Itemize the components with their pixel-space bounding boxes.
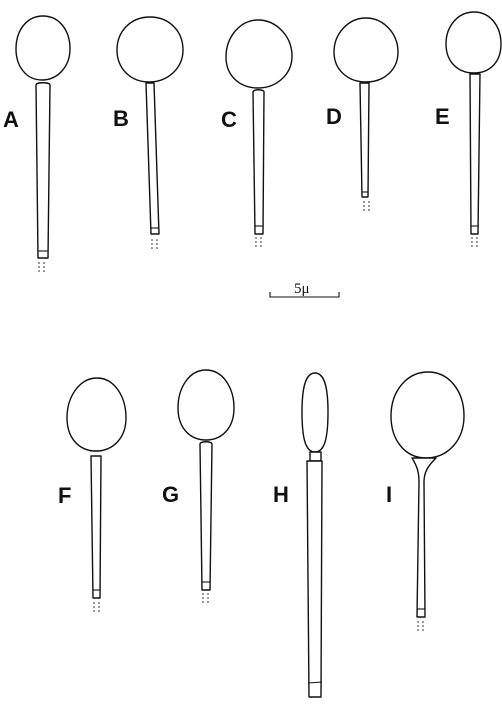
- panel-d: D: [326, 18, 398, 211]
- scale-bar-label: 5μ: [294, 281, 310, 297]
- spore-head-e: [446, 12, 501, 73]
- panel-label-a: A: [3, 107, 19, 132]
- panel-a: A: [3, 16, 70, 272]
- panel-i: I: [386, 372, 464, 631]
- stalk-e: [470, 74, 480, 234]
- stalk-f: [91, 456, 101, 598]
- panel-f: F: [58, 378, 126, 612]
- panel-label-i: I: [386, 482, 392, 507]
- stalk-break-dots-i: [417, 621, 424, 631]
- stalk-break-dots-c: [255, 237, 262, 247]
- spore-head-d: [334, 18, 398, 82]
- stalk-break-dots-d: [363, 201, 370, 211]
- stalk-collar-h: [310, 452, 321, 461]
- spore-head-b: [117, 17, 183, 82]
- stalk-break-dots-g: [202, 593, 209, 603]
- panel-g: G: [162, 370, 234, 603]
- spore-head-i: [391, 372, 464, 458]
- stalk-c: [253, 90, 264, 234]
- panel-label-c: C: [221, 107, 237, 132]
- stalk-g: [200, 442, 212, 590]
- stalk-break-dots-b: [151, 239, 158, 249]
- panel-c: C: [221, 20, 292, 247]
- panel-b: B: [113, 17, 183, 249]
- stalk-a: [36, 83, 50, 258]
- spore-head-a: [16, 16, 70, 80]
- panel-label-d: D: [326, 104, 342, 129]
- spore-head-g: [178, 370, 234, 440]
- panel-h: H: [273, 373, 328, 697]
- stalk-break-dots-a: [38, 262, 45, 272]
- panel-label-g: G: [162, 482, 179, 507]
- stalk-b: [146, 83, 159, 234]
- panel-e: E: [435, 12, 501, 247]
- spore-head-c: [226, 20, 292, 88]
- scale-bar: 5μ: [270, 281, 339, 297]
- stalk-break-dots-e: [471, 237, 478, 247]
- panel-label-h: H: [273, 482, 289, 507]
- stalk-h: [307, 461, 322, 697]
- stalk-break-dots-f: [93, 602, 100, 612]
- stalk-d: [360, 83, 369, 197]
- panel-label-b: B: [113, 106, 129, 131]
- stalk-i: [412, 458, 436, 617]
- panel-label-e: E: [435, 104, 450, 129]
- spore-head-h: [302, 373, 328, 452]
- panel-label-f: F: [58, 483, 71, 508]
- spore-head-f: [67, 378, 126, 451]
